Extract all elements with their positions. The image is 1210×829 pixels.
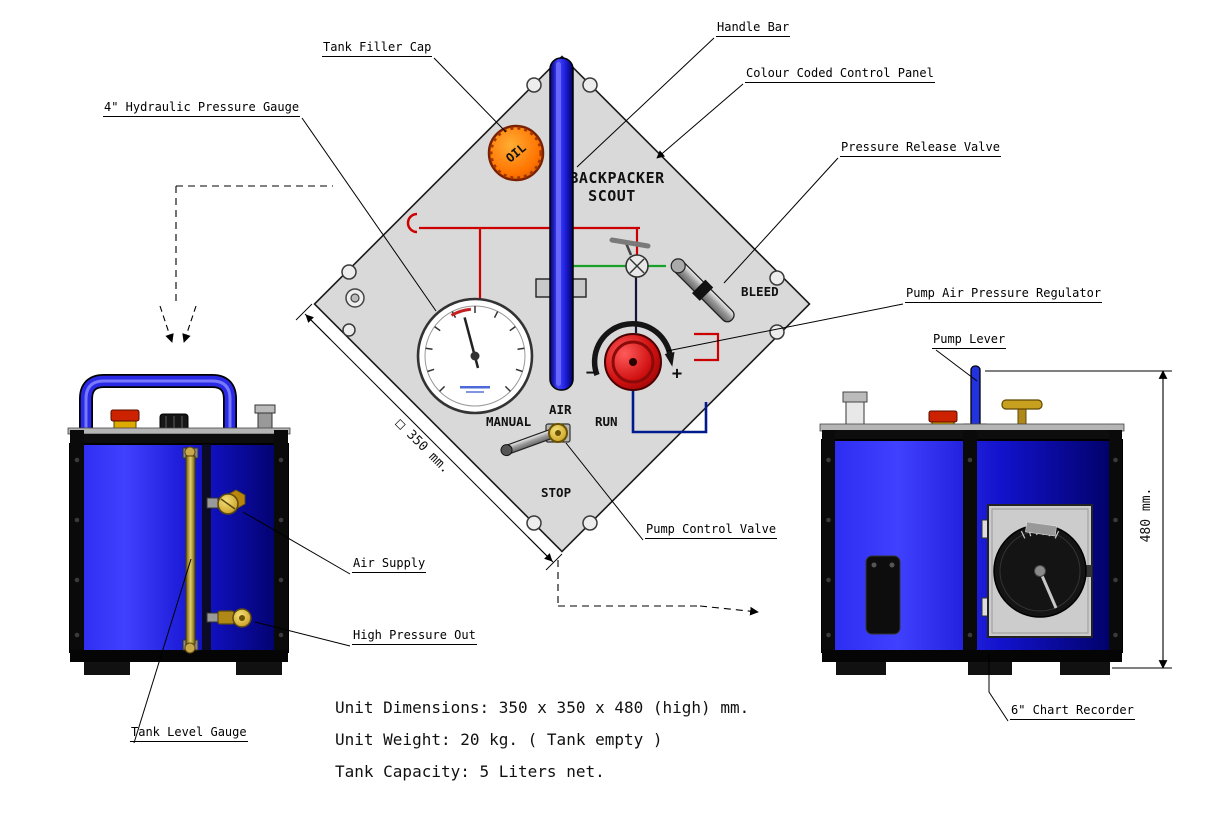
view-arrow-left	[159, 185, 333, 343]
manual-label: MANUAL	[486, 414, 532, 429]
oil-filler-cap: OIL	[487, 124, 545, 182]
control-panel-diamond: BLEED − +	[313, 55, 811, 553]
bleed-label: BLEED	[741, 284, 779, 299]
spec-tank-capacity: Tank Capacity: 5 Liters net.	[335, 762, 605, 781]
right-foot	[968, 662, 1012, 675]
spec-unit-weight: Unit Weight: 20 kg. ( Tank empty )	[335, 730, 663, 749]
callout-high-pressure-out: High Pressure Out	[352, 628, 477, 645]
callout-pump-control-valve: Pump Control Valve	[645, 522, 778, 539]
tank-level-gauge-tube	[182, 446, 199, 654]
chart-recorder	[981, 504, 1093, 638]
foot-pedal	[865, 555, 901, 635]
stop-label: STOP	[541, 485, 571, 500]
right-unit	[819, 365, 1125, 675]
pressure-release-valve-lever	[670, 258, 735, 323]
handle-bar	[549, 57, 574, 391]
pump-air-regulator-knob	[591, 321, 675, 391]
high-pressure-out-fitting	[206, 608, 252, 628]
run-label: RUN	[595, 414, 618, 429]
regulator-minus-label: −	[586, 363, 596, 383]
callout-chart-recorder: 6" Chart Recorder	[1010, 703, 1135, 720]
air-label: AIR	[549, 402, 572, 417]
right-foot	[1060, 662, 1110, 675]
pump-control-valve	[500, 423, 571, 457]
callout-tank-level-gauge: Tank Level Gauge	[130, 725, 248, 742]
callout-handle-bar: Handle Bar	[716, 20, 791, 37]
bleed-valve-symbol	[609, 237, 651, 278]
left-foot	[236, 662, 282, 675]
view-arrow-right	[557, 560, 759, 616]
left-foot	[84, 662, 130, 675]
hydraulic-pressure-gauge	[416, 297, 534, 415]
callout-pump-lever: Pump Lever	[932, 332, 1007, 349]
callout-air-supply: Air Supply	[352, 556, 427, 573]
callout-pressure-release-valve: Pressure Release Valve	[840, 140, 1001, 157]
left-unit	[67, 374, 291, 675]
panel-grommet	[345, 288, 365, 308]
panel-title-line2: SCOUT	[588, 187, 636, 205]
specs-block: Unit Dimensions: 350 x 350 x 480 (high) …	[335, 692, 749, 788]
leader-lines	[133, 37, 1009, 744]
regulator-plus-label: +	[672, 364, 682, 384]
callout-colour-coded-control-panel: Colour Coded Control Panel	[745, 66, 935, 83]
spec-unit-dimensions: Unit Dimensions: 350 x 350 x 480 (high) …	[335, 698, 750, 717]
callout-hydraulic-pressure-gauge: 4" Hydraulic Pressure Gauge	[103, 100, 301, 117]
callout-tank-filler-cap: Tank Filler Cap	[322, 40, 433, 57]
panel-bolt-holes	[341, 77, 785, 531]
colour-coded-piping	[406, 212, 720, 434]
dimension-480: 480 mm.	[985, 370, 1172, 669]
panel-title-line1: BACKPACKER	[569, 169, 665, 187]
air-supply-coupling	[206, 489, 246, 515]
callout-pump-air-pressure-regulator: Pump Air Pressure Regulator	[905, 286, 1103, 303]
right-foot	[836, 662, 886, 675]
left-tank-body	[69, 443, 289, 653]
unit-height-dimension: 480 mm.	[1139, 488, 1154, 543]
